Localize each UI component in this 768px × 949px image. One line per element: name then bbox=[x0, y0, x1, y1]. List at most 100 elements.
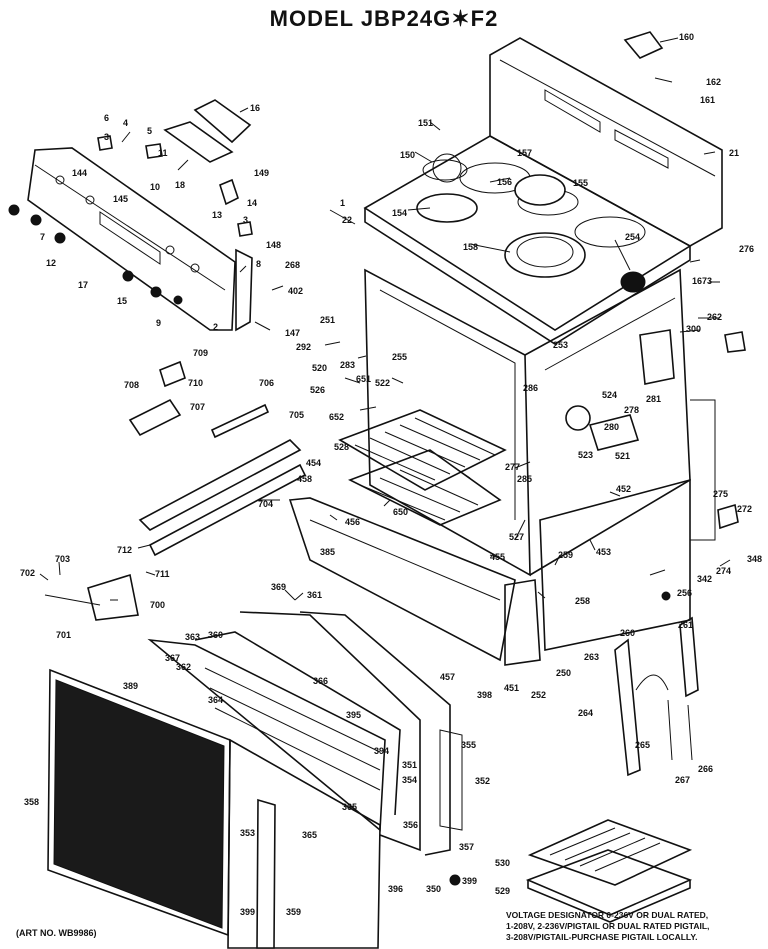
callout-365: 365 bbox=[342, 802, 358, 812]
callout-6: 6 bbox=[104, 113, 110, 123]
callout-527: 527 bbox=[509, 532, 525, 542]
callout-704: 704 bbox=[258, 499, 274, 509]
callout-354: 354 bbox=[402, 775, 418, 785]
callout-711: 711 bbox=[155, 569, 170, 579]
callout-262: 262 bbox=[707, 312, 723, 322]
callout-281: 281 bbox=[646, 394, 662, 404]
callout-451: 451 bbox=[504, 683, 520, 693]
oven-rack bbox=[338, 409, 507, 526]
callout-385: 385 bbox=[320, 547, 336, 557]
callout-292: 292 bbox=[296, 342, 312, 352]
callout-11: 11 bbox=[158, 148, 168, 158]
callout-3: 3 bbox=[104, 132, 110, 142]
callout-18: 18 bbox=[175, 180, 186, 190]
callout-256: 256 bbox=[677, 588, 693, 598]
callout-353: 353 bbox=[240, 828, 256, 838]
callout-352: 352 bbox=[475, 776, 491, 786]
callout-700: 700 bbox=[150, 600, 166, 610]
callout-286: 286 bbox=[523, 383, 539, 393]
callout-703: 703 bbox=[55, 554, 71, 564]
callout-7: 7 bbox=[40, 232, 46, 242]
broiler-drawer bbox=[288, 497, 541, 666]
callout-276: 276 bbox=[739, 244, 755, 254]
control-panel bbox=[27, 147, 236, 331]
callout-394: 394 bbox=[374, 746, 390, 756]
callout-250: 250 bbox=[556, 668, 572, 678]
callout-389: 389 bbox=[123, 681, 139, 691]
callout-530: 530 bbox=[495, 858, 511, 868]
callout-706: 706 bbox=[259, 378, 275, 388]
callout-705: 705 bbox=[289, 410, 305, 420]
callout-147: 147 bbox=[285, 328, 301, 338]
callout-13: 13 bbox=[212, 210, 223, 220]
callout-348: 348 bbox=[747, 554, 763, 564]
callout-145: 145 bbox=[113, 194, 129, 204]
callout-456: 456 bbox=[345, 517, 361, 527]
callout-255: 255 bbox=[392, 352, 408, 362]
callout-399b: 399 bbox=[240, 907, 256, 917]
callout-709: 709 bbox=[193, 348, 209, 358]
callout-144: 144 bbox=[72, 168, 88, 178]
callout-16: 16 bbox=[250, 103, 261, 113]
callout-712: 712 bbox=[117, 545, 133, 555]
callout-402: 402 bbox=[288, 286, 304, 296]
callout-254: 254 bbox=[625, 232, 641, 242]
callout-701: 701 bbox=[56, 630, 72, 640]
callout-261: 261 bbox=[678, 620, 694, 630]
callout-702: 702 bbox=[20, 568, 36, 578]
callout-651: 651 bbox=[356, 374, 372, 384]
callout-162: 162 bbox=[706, 77, 722, 87]
voltage-note-line: 1-208V, 2-236V/PIGTAIL OR DUAL RATED PIG… bbox=[506, 921, 710, 931]
callout-364: 364 bbox=[208, 695, 224, 705]
callout-285: 285 bbox=[517, 474, 533, 484]
callout-529: 529 bbox=[495, 886, 511, 896]
callout-351: 351 bbox=[402, 760, 418, 770]
callout-155: 155 bbox=[573, 178, 589, 188]
leader-lines bbox=[39, 37, 731, 601]
callout-275: 275 bbox=[713, 489, 729, 499]
callout-156: 156 bbox=[497, 177, 513, 187]
voltage-note-line: VOLTAGE DESIGNATOR 0-236V OR DUAL RATED, bbox=[506, 910, 709, 920]
callout-452: 452 bbox=[616, 484, 632, 494]
callout-398: 398 bbox=[477, 690, 493, 700]
callout-453: 453 bbox=[596, 547, 612, 557]
misc-small-parts bbox=[449, 31, 746, 886]
callout-17: 17 bbox=[78, 280, 89, 290]
callout-4: 4 bbox=[123, 118, 129, 128]
callout-357: 357 bbox=[459, 842, 475, 852]
callout-3b: 3 bbox=[243, 215, 249, 225]
callout-274: 274 bbox=[716, 566, 732, 576]
callout-652: 652 bbox=[329, 412, 345, 422]
callout-366: 366 bbox=[313, 676, 329, 686]
callout-528: 528 bbox=[334, 442, 350, 452]
callout-278: 278 bbox=[624, 405, 640, 415]
callout-521: 521 bbox=[615, 451, 631, 461]
oven-cabinet bbox=[364, 268, 716, 651]
callout-258: 258 bbox=[575, 596, 591, 606]
callout-10: 10 bbox=[150, 182, 161, 192]
callout-369: 369 bbox=[271, 582, 287, 592]
callout-252: 252 bbox=[531, 690, 547, 700]
callout-355: 355 bbox=[461, 740, 477, 750]
callout-9: 9 bbox=[156, 318, 162, 328]
backsplash bbox=[489, 37, 723, 247]
callout-150: 150 bbox=[400, 150, 416, 160]
oven-door-assembly bbox=[47, 611, 463, 949]
callout-272: 272 bbox=[737, 504, 753, 514]
callout-1673: 1673 bbox=[692, 276, 713, 286]
cooktop bbox=[363, 135, 692, 345]
callout-5: 5 bbox=[147, 126, 153, 136]
callout-154: 154 bbox=[392, 208, 408, 218]
callout-524: 524 bbox=[602, 390, 618, 400]
callout-259: 259 bbox=[558, 550, 574, 560]
callout-21: 21 bbox=[729, 148, 740, 158]
callout-14: 14 bbox=[247, 198, 258, 208]
callout-350: 350 bbox=[426, 884, 442, 894]
callout-367: 367 bbox=[165, 653, 181, 663]
voltage-note: VOLTAGE DESIGNATOR 0-236V OR DUAL RATED,… bbox=[506, 910, 709, 943]
callout-454: 454 bbox=[306, 458, 322, 468]
callout-710: 710 bbox=[188, 378, 204, 388]
callout-277: 277 bbox=[505, 462, 521, 472]
